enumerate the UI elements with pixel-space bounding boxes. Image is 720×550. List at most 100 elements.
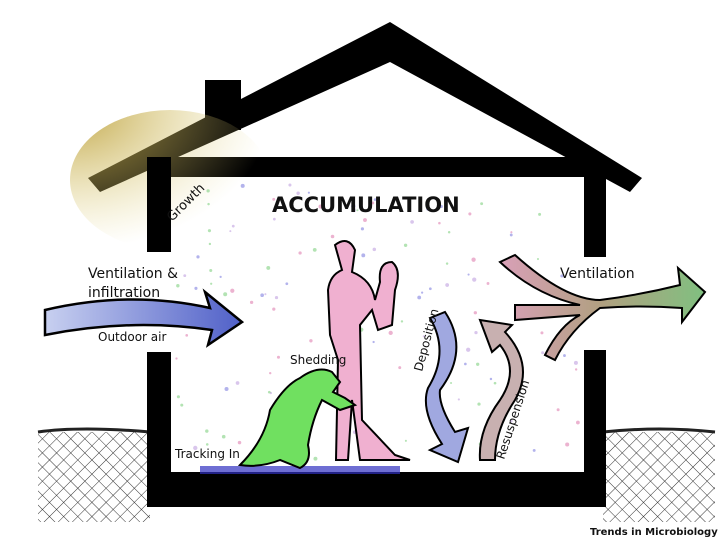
ventilation-out-arrow — [498, 253, 707, 362]
particle — [351, 203, 356, 209]
particle — [276, 355, 280, 359]
particle — [296, 191, 300, 195]
particle — [575, 420, 580, 425]
particle — [285, 282, 289, 286]
particle — [237, 440, 242, 445]
particle — [388, 330, 393, 335]
particle — [264, 293, 267, 296]
particle — [269, 371, 272, 375]
particle — [210, 282, 213, 285]
particle — [207, 202, 210, 206]
ventilation-infiltration-label-line2: infiltration — [88, 285, 160, 301]
floor-dust — [200, 466, 400, 474]
particle — [176, 284, 180, 288]
particle — [417, 295, 422, 300]
particle — [476, 362, 480, 366]
shedding-label: Shedding — [290, 353, 346, 367]
particle — [209, 268, 213, 272]
adult-holding-baby — [326, 240, 411, 461]
particle — [363, 218, 367, 222]
particle — [421, 291, 424, 294]
particle — [509, 233, 513, 237]
particle — [194, 286, 198, 290]
particle — [249, 300, 254, 305]
particle — [466, 347, 471, 352]
particle — [560, 274, 564, 278]
particle — [224, 386, 229, 391]
particle — [235, 381, 240, 385]
particle — [439, 204, 443, 209]
particle — [183, 274, 187, 278]
airborne-particles — [173, 183, 580, 461]
particle — [356, 209, 359, 212]
ground-left — [37, 427, 151, 522]
house-walls — [147, 157, 606, 507]
particle — [477, 402, 481, 406]
particle — [438, 221, 441, 225]
particle — [208, 242, 212, 246]
particle — [565, 442, 570, 447]
particle — [467, 273, 470, 276]
particle — [193, 445, 198, 451]
accumulation-title: ACCUMULATION — [272, 193, 460, 217]
particle — [480, 202, 484, 206]
particle — [230, 288, 235, 293]
particle — [574, 368, 578, 371]
deposition-arrow — [424, 310, 470, 464]
particle — [205, 443, 209, 446]
particle — [312, 248, 317, 252]
particle — [445, 283, 450, 287]
particle — [400, 320, 404, 323]
particle — [207, 229, 212, 233]
particle — [309, 339, 313, 343]
particle — [510, 419, 513, 423]
journal-credit: Trends in Microbiology — [590, 527, 718, 538]
particle — [426, 207, 430, 211]
particle — [221, 434, 226, 439]
particle — [468, 212, 472, 216]
particle — [272, 307, 276, 311]
particle — [330, 234, 335, 239]
particle — [351, 207, 356, 213]
particle — [464, 362, 467, 366]
particle — [185, 333, 189, 337]
particle — [307, 191, 310, 194]
particle — [318, 204, 323, 209]
particle — [274, 295, 279, 300]
particle — [541, 351, 545, 355]
particle — [573, 360, 578, 365]
ground-right — [602, 427, 716, 522]
inflow-arrow — [43, 288, 245, 348]
particle — [175, 357, 178, 360]
particle — [373, 198, 377, 201]
particle — [372, 340, 375, 344]
particle — [471, 257, 476, 262]
particle — [445, 262, 449, 265]
particle — [229, 230, 232, 233]
particle — [298, 251, 302, 255]
particle — [536, 258, 540, 261]
particle — [223, 292, 228, 297]
resuspension-arrow — [478, 318, 524, 461]
particle — [372, 247, 377, 252]
particle — [180, 403, 184, 407]
particle — [493, 381, 497, 385]
dog — [237, 368, 358, 470]
particle — [176, 395, 180, 399]
deposition-label: Deposition — [411, 307, 441, 373]
particle — [410, 220, 414, 224]
particle — [231, 224, 235, 228]
particle — [540, 331, 544, 335]
particle — [206, 189, 210, 193]
particle — [486, 282, 490, 285]
particle — [299, 356, 302, 359]
particle — [196, 255, 200, 259]
particle — [288, 183, 292, 187]
particle — [474, 331, 478, 335]
particle — [472, 277, 477, 282]
tracking-in-label: Tracking In — [174, 447, 240, 461]
particle — [266, 265, 271, 270]
outdoor-air-label: Outdoor air — [98, 330, 166, 344]
particle — [489, 377, 493, 381]
particle — [428, 287, 432, 291]
